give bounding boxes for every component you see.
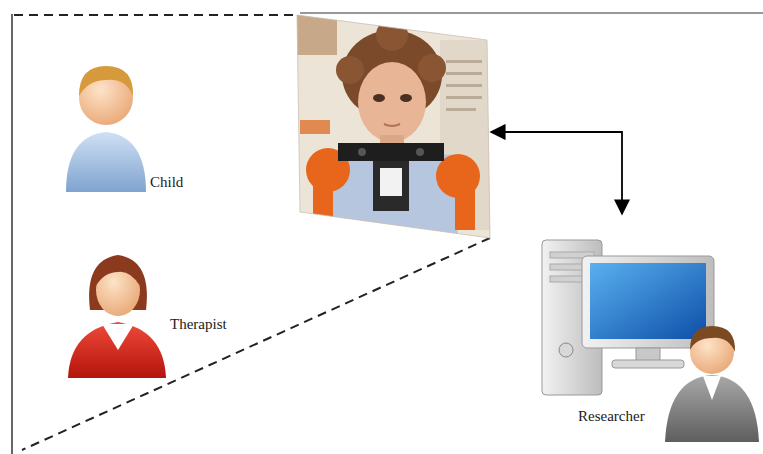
communication-arrow xyxy=(491,132,622,214)
therapist-icon xyxy=(68,255,166,378)
icon-label: Therapist xyxy=(170,316,227,333)
frame-line xyxy=(300,13,763,14)
computer-icon xyxy=(542,240,714,395)
icon-label: Child xyxy=(150,174,183,191)
child-icon xyxy=(66,66,146,192)
photo-outline xyxy=(297,15,490,238)
view-boundary xyxy=(22,238,490,450)
view-boundary xyxy=(14,14,297,16)
icon-label: Researcher xyxy=(578,408,645,425)
researcher-icon xyxy=(665,326,759,442)
frame-line xyxy=(11,14,13,454)
robot-photo xyxy=(290,10,500,245)
